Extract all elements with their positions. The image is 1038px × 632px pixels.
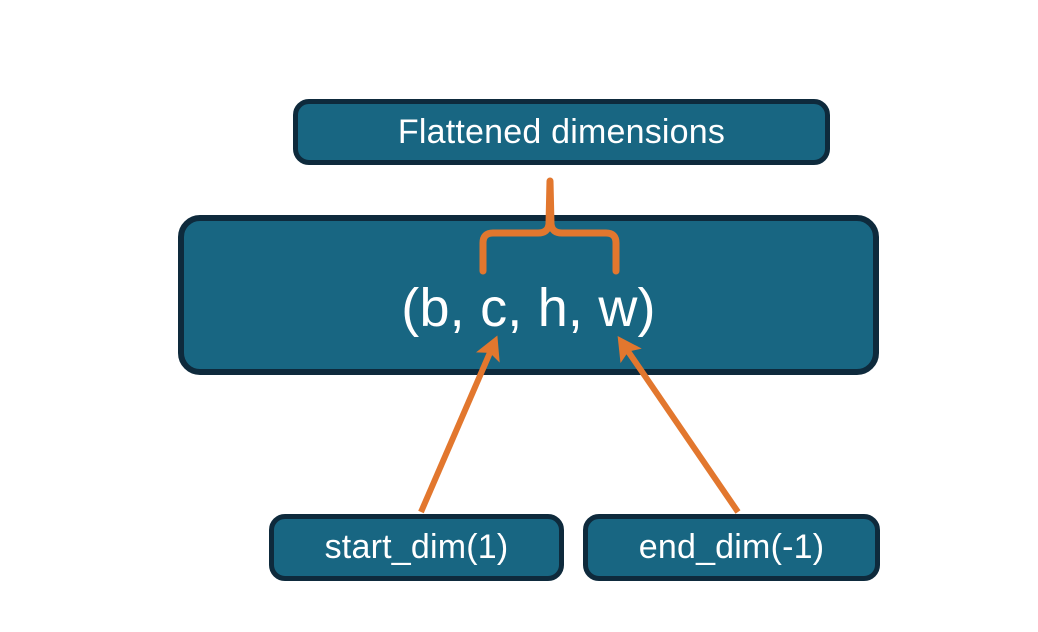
node-flattened-dimensions-label: Flattened dimensions xyxy=(397,112,726,151)
node-start-dim[interactable]: start_dim(1) xyxy=(269,514,564,581)
node-end-dim-label: end_dim(-1) xyxy=(638,528,825,566)
node-start-dim-label: start_dim(1) xyxy=(324,528,509,566)
node-end-dim[interactable]: end_dim(-1) xyxy=(583,514,880,581)
node-flattened-dimensions[interactable]: Flattened dimensions xyxy=(293,99,830,165)
node-tensor-shape[interactable]: (b, c, h, w) xyxy=(178,215,879,375)
node-tensor-shape-label: (b, c, h, w) xyxy=(401,278,656,338)
